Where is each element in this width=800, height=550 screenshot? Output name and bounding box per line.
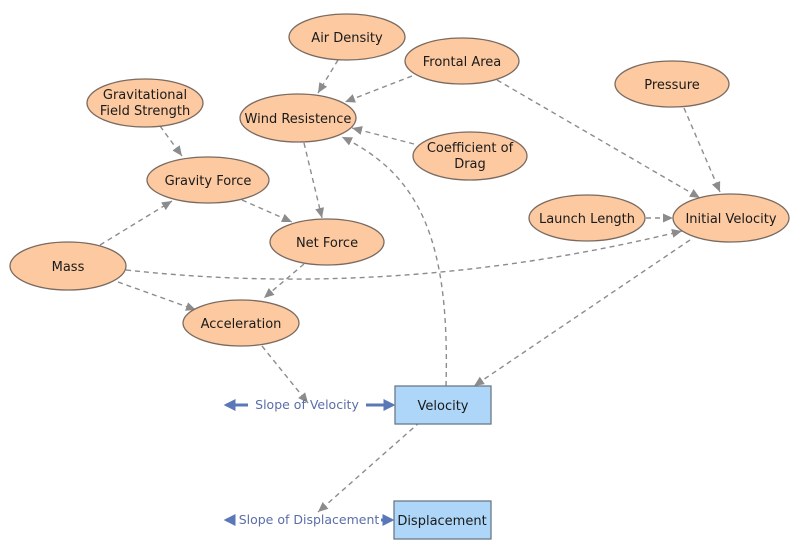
link-airdensity-wind: [317, 59, 339, 94]
node-label: Launch Length: [539, 212, 635, 227]
flow-label-slope-of-velocity: Slope of Velocity: [255, 397, 359, 412]
node-label: Air Density: [311, 31, 383, 46]
flow-label-slope-of-displacement: Slope of Displacement: [239, 512, 380, 527]
link-frontal-initial: [496, 79, 701, 199]
node-acceleration[interactable]: Acceleration: [182, 299, 300, 347]
link-gravity-net: [241, 199, 293, 223]
node-label: Pressure: [644, 78, 700, 93]
stock-label: Velocity: [418, 399, 469, 414]
stock-label: Displacement: [397, 514, 486, 529]
node-label-line1: Gravitational: [103, 88, 187, 103]
node-mass[interactable]: Mass: [9, 241, 127, 291]
link-velocity-displacement: [317, 421, 421, 513]
link-net-accel: [263, 263, 305, 299]
links: [99, 59, 721, 513]
flow-slope-of-displacement[interactable]: Slope of Displacement: [223, 512, 395, 527]
node-label-line1: Coefficient of: [427, 141, 514, 156]
node-air-density[interactable]: Air Density: [288, 13, 406, 61]
node-label: Frontal Area: [423, 55, 502, 70]
link-mass-gravity: [99, 200, 173, 246]
node-label-line2: Drag: [454, 157, 486, 172]
node-net-force[interactable]: Net Force: [269, 218, 385, 266]
node-gravitational-field-strength[interactable]: Gravitational Field Strength: [86, 78, 204, 128]
node-label-line2: Field Strength: [100, 104, 190, 119]
link-initial-velocity: [473, 239, 691, 387]
node-label: Wind Resistence: [245, 112, 352, 127]
node-pressure[interactable]: Pressure: [614, 60, 730, 108]
node-label: Mass: [52, 260, 85, 275]
node-wind-resistence[interactable]: Wind Resistence: [239, 93, 357, 143]
link-accel-velocity: [261, 345, 309, 404]
node-label: Acceleration: [201, 317, 282, 332]
node-initial-velocity[interactable]: Initial Velocity: [672, 193, 790, 243]
node-label: Gravity Force: [165, 174, 252, 189]
node-label: Initial Velocity: [685, 212, 776, 227]
link-mass-initial: [125, 229, 683, 280]
flow-slope-of-velocity[interactable]: Slope of Velocity: [223, 397, 396, 412]
link-mass-accel: [117, 281, 197, 311]
stock-velocity[interactable]: Velocity: [394, 385, 492, 425]
link-pressure-initial: [683, 107, 721, 193]
node-frontal-area[interactable]: Frontal Area: [404, 37, 520, 85]
node-label: Net Force: [296, 236, 358, 251]
node-coefficient-of-drag[interactable]: Coefficient of Drag: [412, 131, 528, 181]
link-wind-net: [303, 142, 325, 219]
stock-displacement[interactable]: Displacement: [393, 500, 492, 540]
node-gravity-force[interactable]: Gravity Force: [146, 156, 270, 204]
link-frontal-wind: [344, 75, 413, 103]
link-coeff-wind: [351, 126, 415, 145]
node-launch-length[interactable]: Launch Length: [528, 194, 646, 242]
link-gravfield-gravity: [159, 125, 183, 157]
link-velocity-wind: [341, 136, 448, 387]
